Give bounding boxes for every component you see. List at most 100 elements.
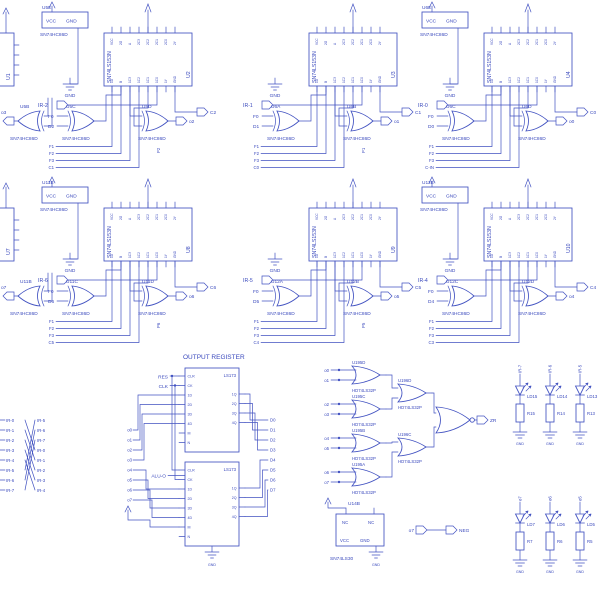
power-body[interactable] xyxy=(421,186,469,204)
xor-icon[interactable] xyxy=(272,285,300,307)
led-indicator-column[interactable]: o7 LD7 R7 GND xyxy=(512,496,535,574)
zero-flag-tree[interactable]: U195D HD74LS32P U195C HD74LS32P U195B HD… xyxy=(350,360,497,495)
led-indicator-column[interactable]: IR-6 LD14 R14 GND xyxy=(542,364,568,446)
power-body[interactable] xyxy=(421,11,469,29)
xor-icon[interactable] xyxy=(447,285,475,307)
net-flag-carry[interactable]: C6 xyxy=(174,260,216,292)
xor-icon[interactable] xyxy=(447,110,475,132)
net-flag-ir[interactable]: IR-4 xyxy=(418,260,538,285)
alu-bit-slice[interactable]: U6E VCC GND SN74HC86D GND SN74LS153N U4 … xyxy=(418,1,596,170)
led-icon[interactable] xyxy=(544,385,556,396)
mux-ic[interactable]: SN74LS153N U10 VCC 2G A 2C3 2C2 2C1 2C0 … xyxy=(483,201,573,268)
xor-gate-left[interactable]: U5B SN74HC86D o3 xyxy=(1,97,53,142)
mux-ic[interactable]: SN74LS153N U9 VCC 2G A 2C3 2C2 2C1 2C0 2… xyxy=(308,201,398,268)
or-gate[interactable] xyxy=(350,467,387,487)
power-unit[interactable]: U11E VCC GND SN74HC86D xyxy=(40,176,89,260)
register-ic[interactable] xyxy=(184,367,240,453)
xor-gate-output[interactable]: U6D SN74HC86D o0 xyxy=(509,85,575,142)
neg-net[interactable]: o7 NEG xyxy=(409,525,470,535)
xor-gate-left[interactable]: U11B SN74HC86D o7 xyxy=(1,272,53,317)
power-body[interactable] xyxy=(41,186,89,204)
nand-power-unit[interactable]: U14B NC NC VCC GND GND SN74LS30 xyxy=(324,497,385,567)
mux-ic[interactable]: SN74LS153N U3 VCC 2G A 2C3 2C2 2C1 2C0 2… xyxy=(308,26,398,93)
xor-gate-output[interactable]: U11D SN74HC86D o6 xyxy=(129,260,195,317)
ic-body[interactable] xyxy=(0,207,15,262)
xor-gate-input[interactable]: U11C SN74HC86D F0 D6 xyxy=(48,260,122,317)
nor-gate[interactable] xyxy=(435,406,471,434)
xor-icon[interactable] xyxy=(346,110,374,132)
xor-icon[interactable] xyxy=(67,285,95,307)
net-flag-carry[interactable]: C0 xyxy=(554,85,596,117)
led-indicator-column[interactable]: o5 LD5 R5 GND xyxy=(572,496,595,574)
led-icon[interactable] xyxy=(514,513,526,524)
led-icon[interactable] xyxy=(514,385,526,396)
net-flag-carry[interactable]: C2 xyxy=(174,85,216,117)
led-icon[interactable] xyxy=(574,385,586,396)
or-gate[interactable] xyxy=(396,437,433,457)
power-unit[interactable]: U5E VCC GND SN74HC86D xyxy=(40,1,89,85)
ic-body[interactable] xyxy=(335,513,385,547)
xor-icon[interactable] xyxy=(17,110,45,132)
led-icon[interactable] xyxy=(574,513,586,524)
led-icon[interactable] xyxy=(544,513,556,524)
xor-gate-output[interactable]: U5D SN74HC86D o2 xyxy=(129,85,195,142)
led-indicator-column[interactable]: o6 LD6 R6 GND xyxy=(542,496,565,574)
alu-bit-slice[interactable]: GND SN74LS153N U3 VCC 2G A 2C3 2C2 2C1 2… xyxy=(243,3,421,170)
power-unit[interactable]: U6E VCC GND SN74HC86D xyxy=(420,1,469,85)
xor-gate-output[interactable]: U12D SN74HC86D o4 xyxy=(509,260,575,317)
xor-icon[interactable] xyxy=(521,110,549,132)
net-flag-ir[interactable]: IR-2 xyxy=(38,85,158,110)
net-flag-carry[interactable]: C4 xyxy=(554,260,596,292)
net-flag-ir[interactable]: IR-5 xyxy=(243,260,363,285)
led-indicator-column[interactable]: IR-5 LD13 R13 GND xyxy=(572,364,598,446)
ic-body[interactable] xyxy=(483,32,573,87)
resistor-icon[interactable] xyxy=(575,403,585,423)
ic-body[interactable] xyxy=(483,207,573,262)
resistor-icon[interactable] xyxy=(545,531,555,551)
xor-gate-input[interactable]: U12C SN74HC86D F0 D4 xyxy=(428,260,502,317)
resistor-icon[interactable] xyxy=(545,403,555,423)
or-gate[interactable] xyxy=(350,365,387,385)
net-flag-ir[interactable]: IR-0 xyxy=(418,85,538,110)
alu-bit-slice[interactable]: GND SN74LS153N U9 VCC 2G A 2C3 2C2 2C1 2… xyxy=(243,178,421,345)
xor-icon[interactable] xyxy=(67,110,95,132)
register-ic[interactable] xyxy=(184,461,240,547)
ic-body[interactable] xyxy=(308,207,398,262)
xor-icon[interactable] xyxy=(17,285,45,307)
mux-ic[interactable]: SN74LS153N U8 VCC 2G A 2C3 2C2 2C1 2C0 2… xyxy=(103,201,193,268)
ic-body[interactable] xyxy=(0,32,15,87)
xor-gate-output[interactable]: U6B SN74HC86D o1 xyxy=(334,85,400,142)
led-indicator-column[interactable]: IR-7 LD15 R15 GND xyxy=(512,364,538,446)
xor-gate-input[interactable]: U12A SN74HC86D F0 D5 xyxy=(253,260,327,317)
xor-icon[interactable] xyxy=(272,110,300,132)
net-flag-ir[interactable]: IR-1 xyxy=(243,85,363,110)
power-unit[interactable]: U12E VCC GND SN74HC86D xyxy=(420,176,469,260)
power-body[interactable] xyxy=(41,11,89,29)
xor-gate-input[interactable]: U6C SN74HC86D F0 D0 xyxy=(428,85,502,142)
resistor-icon[interactable] xyxy=(515,531,525,551)
mux-ic-partial[interactable]: U7 xyxy=(0,182,20,262)
net-flag-carry[interactable]: C5 xyxy=(379,260,421,292)
alu-bit-slice[interactable]: U1 U5E VCC GND SN74HC86D GND SN74LS153N … xyxy=(0,1,216,170)
or-gate[interactable] xyxy=(396,383,433,403)
alu-bit-slice[interactable]: U7 U11E VCC GND SN74HC86D GND SN74LS153N… xyxy=(0,176,216,345)
xor-icon[interactable] xyxy=(346,285,374,307)
resistor-icon[interactable] xyxy=(515,403,525,423)
xor-icon[interactable] xyxy=(141,110,169,132)
or-gate[interactable] xyxy=(350,433,387,453)
or-gate[interactable] xyxy=(350,399,387,419)
mux-ic[interactable]: SN74LS153N U4 VCC 2G A 2C3 2C2 2C1 2C0 2… xyxy=(483,26,573,93)
mux-ic-partial[interactable]: U1 xyxy=(0,7,20,87)
mux-ic[interactable]: SN74LS153N U2 VCC 2G A 2C3 2C2 2C1 2C0 2… xyxy=(103,26,193,93)
resistor-icon[interactable] xyxy=(575,531,585,551)
xor-icon[interactable] xyxy=(521,285,549,307)
xor-icon[interactable] xyxy=(141,285,169,307)
ic-body[interactable] xyxy=(308,32,398,87)
ic-body[interactable] xyxy=(103,207,193,262)
xor-gate-output[interactable]: U12B SN74HC86D o5 xyxy=(334,260,400,317)
output-register-section[interactable]: OUTPUT REGISTER RES CLK ALU-O GND xyxy=(124,354,245,567)
net-flag-ir[interactable]: IR-6 xyxy=(38,260,158,285)
net-flag-carry[interactable]: C1 xyxy=(379,85,421,117)
ic-body[interactable] xyxy=(103,32,193,87)
xor-gate-input[interactable]: U6A SN74HC86D F0 D1 xyxy=(253,85,327,142)
